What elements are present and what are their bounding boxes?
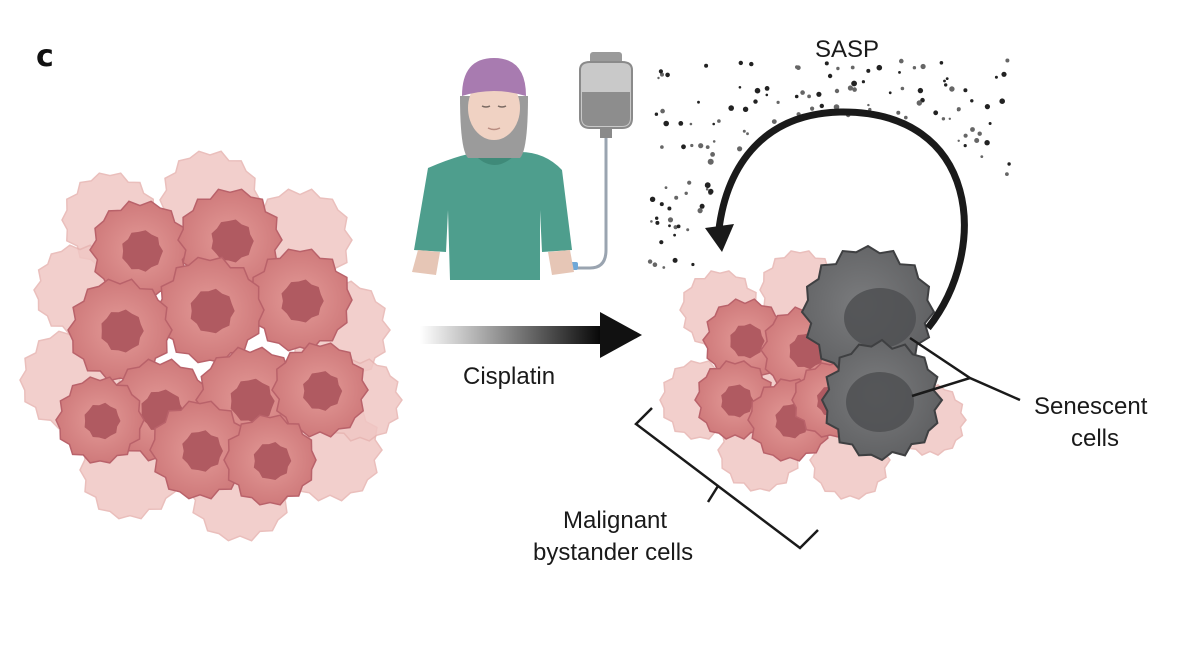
bystander-bracket <box>634 407 819 550</box>
treated-tumor-cluster <box>659 250 967 500</box>
sasp-factor-dots <box>647 58 1011 269</box>
tumor-cluster-icon <box>19 150 403 542</box>
patient-iv-drip-icon <box>412 52 633 280</box>
sasp-label: SASP <box>815 36 879 63</box>
senescent-pointer <box>909 336 1021 402</box>
senescent-label: Senescent cells <box>1034 393 1154 452</box>
sasp-cycle-arrow-icon <box>705 108 968 331</box>
bystander-label-line2: bystander cells <box>533 539 693 566</box>
senescent-label-line2: cells <box>1071 425 1119 452</box>
treatment-arrow-icon <box>420 312 642 358</box>
bystander-label-line1: Malignant <box>563 507 667 534</box>
senescent-label-line1: Senescent <box>1034 393 1148 420</box>
panel-letter: c <box>36 39 54 74</box>
senescent-cells <box>800 244 944 462</box>
bystander-label: Malignant bystander cells <box>533 507 693 566</box>
treatment-label: Cisplatin <box>463 363 555 390</box>
